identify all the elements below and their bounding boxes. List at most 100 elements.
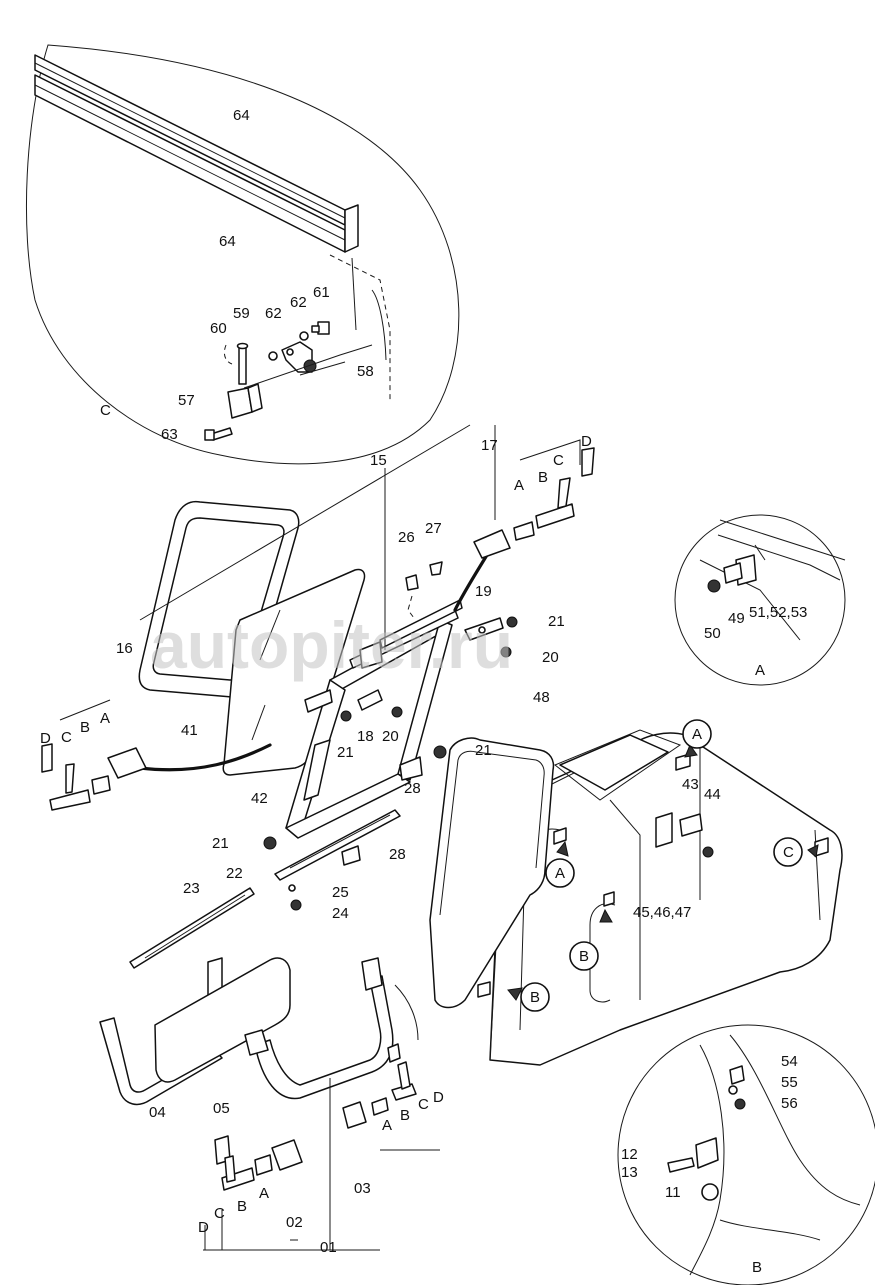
- label-03: 03: [354, 1180, 371, 1197]
- label-62-left: 62: [265, 305, 282, 322]
- lower-assemblies: [99, 957, 440, 1251]
- detail-view-a: [674, 514, 846, 686]
- label-25: 25: [332, 884, 349, 901]
- label-26: 26: [398, 529, 415, 546]
- bolt-54: [729, 1065, 745, 1085]
- label-03-a: A: [382, 1117, 392, 1134]
- label-64-bottom: 64: [219, 233, 236, 250]
- bolt-20a: [500, 646, 512, 658]
- label-detail-a: A: [755, 662, 765, 679]
- callout-a-left: [545, 858, 575, 888]
- glass-42: [222, 568, 366, 776]
- clip-11: [701, 1183, 719, 1201]
- callout-b-left-letter: B: [530, 989, 540, 1006]
- label-48: 48: [533, 689, 550, 706]
- label-03-b: B: [400, 1107, 410, 1124]
- label-49: 49: [728, 610, 745, 627]
- label-55: 55: [781, 1074, 798, 1091]
- lock-02: [271, 1139, 303, 1171]
- clip-b1: [603, 891, 615, 907]
- bolt-24: [290, 899, 302, 911]
- label-17-a: A: [514, 477, 524, 494]
- label-21-upper: 21: [548, 613, 565, 630]
- label-56: 56: [781, 1095, 798, 1112]
- label-03-c: C: [418, 1096, 429, 1113]
- label-20-mid: 20: [382, 728, 399, 745]
- callout-a-top: [682, 719, 712, 749]
- nut-21a: [506, 616, 518, 628]
- bolt-20b: [391, 706, 403, 718]
- pin-59: [236, 342, 249, 385]
- label-51-52-53: 51,52,53: [749, 604, 807, 621]
- washer-62b: [299, 331, 309, 341]
- callout-circles: [520, 719, 803, 1012]
- plate-45: [655, 812, 673, 848]
- lock-16: [41, 743, 147, 811]
- label-19: 19: [475, 583, 492, 600]
- label-28-lower: 28: [389, 846, 406, 863]
- stopper-28b: [341, 845, 361, 866]
- label-27: 27: [425, 520, 442, 537]
- part-labels: 64 64 59 60 61 62 62 58 57 63 C 15 17 A …: [40, 107, 807, 1276]
- label-41: 41: [181, 722, 198, 739]
- bracket-57: [227, 383, 263, 419]
- label-02-a: A: [259, 1185, 269, 1202]
- label-16-a: A: [100, 710, 110, 727]
- washer-55: [728, 1085, 738, 1095]
- lock-17: [473, 447, 595, 559]
- label-21-lower: 21: [212, 835, 229, 852]
- window-assembly: [41, 424, 595, 969]
- label-16: 16: [116, 640, 133, 657]
- label-60: 60: [210, 320, 227, 337]
- bracket-18: [357, 689, 383, 711]
- glass-05: [154, 957, 291, 1083]
- clip-60: [223, 344, 233, 365]
- label-20-right: 20: [542, 649, 559, 666]
- clip-a2: [553, 827, 567, 845]
- rail-22: [274, 809, 401, 881]
- latch-27: [429, 561, 443, 576]
- nut-21d: [263, 836, 277, 850]
- label-02-d: D: [198, 1219, 209, 1236]
- rail-64: [34, 54, 359, 253]
- label-15: 15: [370, 452, 387, 469]
- callout-b-right-letter: B: [579, 948, 589, 965]
- label-21-mid: 21: [337, 744, 354, 761]
- label-61: 61: [313, 284, 330, 301]
- label-17-c: C: [553, 452, 564, 469]
- label-59: 59: [233, 305, 250, 322]
- label-detail-c: C: [100, 402, 111, 419]
- label-22: 22: [226, 865, 243, 882]
- label-16-b: B: [80, 719, 90, 736]
- nut-21b: [340, 710, 352, 722]
- label-64-top: 64: [233, 107, 250, 124]
- callout-b-left: [520, 982, 550, 1012]
- label-04: 04: [149, 1104, 166, 1121]
- clip-b2: [477, 981, 491, 998]
- bolt-44: [702, 846, 714, 858]
- label-02-b: B: [237, 1198, 247, 1215]
- label-02: 02: [286, 1214, 303, 1231]
- bolt-61: [311, 321, 330, 335]
- label-21-right: 21: [475, 742, 492, 759]
- callout-a-left-letter: A: [555, 865, 565, 882]
- label-05: 05: [213, 1100, 230, 1117]
- detail-view-b: [617, 1024, 875, 1285]
- label-44: 44: [704, 786, 721, 803]
- screw-25: [288, 884, 296, 892]
- frame-01: [254, 975, 394, 1100]
- label-13: 13: [621, 1164, 638, 1181]
- label-57: 57: [178, 392, 195, 409]
- washer-62a: [268, 351, 278, 361]
- label-detail-b: B: [752, 1259, 762, 1276]
- bolt-50: [707, 579, 721, 593]
- label-43: 43: [682, 776, 699, 793]
- lock-03: [342, 1101, 367, 1129]
- callout-b-right: [569, 941, 599, 971]
- detail-view-c: [26, 44, 460, 465]
- bolt-63: [204, 427, 233, 441]
- label-50: 50: [704, 625, 721, 642]
- nut-56: [734, 1098, 746, 1110]
